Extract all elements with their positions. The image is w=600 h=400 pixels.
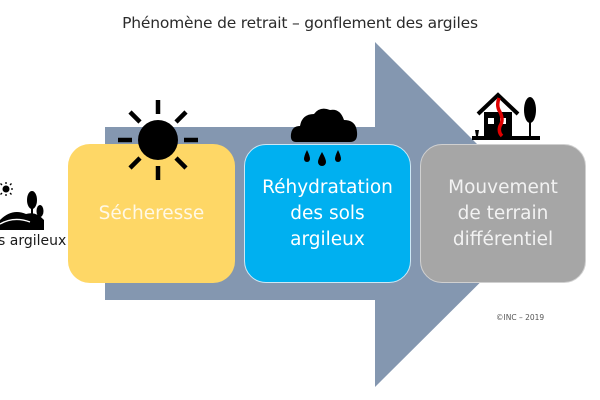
clay-soil-label: s argileux [0,233,67,249]
rain-cloud-icon [290,108,358,166]
sun-icon [118,100,198,180]
step-rehydration-label: Réhydratation des sols argileux [262,176,393,250]
clay-landscape-icon [0,182,44,230]
step-drought-label: Sécheresse [98,202,205,224]
diagram-title: Phénomène de retrait – gonflement des ar… [122,14,478,32]
cracked-house-icon [472,92,540,140]
small-sun-icon [0,182,13,196]
step-drought: Sécheresse [68,144,235,283]
copyright-credit: ©INC – 2019 [496,313,545,322]
crack-line [495,97,504,138]
step-rehydration: Réhydratation des sols argileux [244,144,411,283]
step-ground-movement-label: Mouvement de terrain différentiel [448,176,558,250]
raindrops [304,150,341,166]
step-ground-movement: Mouvement de terrain différentiel [420,144,586,283]
